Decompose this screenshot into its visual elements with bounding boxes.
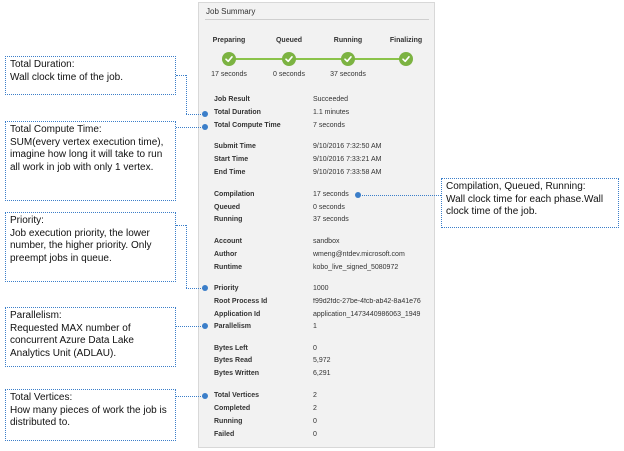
field-label-runtime: Runtime xyxy=(214,264,242,271)
field-value-vertices-running: 0 xyxy=(313,418,317,425)
field-value-account: sandbox xyxy=(313,238,340,245)
field-label-running: Running xyxy=(214,216,243,223)
field-value-bytes-read: 5,972 xyxy=(313,357,331,364)
field-label-queued: Queued xyxy=(214,204,241,211)
field-label-total-vertices: Total Vertices xyxy=(214,392,260,399)
callout-title: Priority: xyxy=(10,215,44,226)
connector-line xyxy=(186,225,187,288)
field-label-parallelism: Parallelism xyxy=(214,323,251,330)
field-label-account: Account xyxy=(214,238,242,245)
callout-phase-times: Compilation, Queued, Running: Wall clock… xyxy=(441,178,619,228)
field-label-job-result: Job Result xyxy=(214,96,250,103)
callout-title: Total Vertices: xyxy=(10,392,73,403)
field-label-bytes-left: Bytes Left xyxy=(214,345,248,352)
connector-line xyxy=(176,326,205,327)
callout-title: Parallelism: xyxy=(10,310,62,321)
phase-label-finalizing: Finalizing xyxy=(389,37,423,44)
connector-dot xyxy=(202,111,208,117)
connector-dot xyxy=(355,192,361,198)
field-value-failed: 0 xyxy=(313,431,317,438)
connector-dot xyxy=(202,323,208,329)
phase-time-running: 37 seconds xyxy=(330,71,366,78)
callout-body: Requested MAX number of concurrent Azure… xyxy=(10,322,134,359)
field-label-vertices-running: Running xyxy=(214,418,243,425)
field-value-job-result: Succeeded xyxy=(313,96,349,103)
callout-total-compute-time: Total Compute Time: SUM(every vertex exe… xyxy=(5,121,176,201)
connector-line xyxy=(176,127,205,128)
field-label-total-compute-time: Total Compute Time xyxy=(214,122,281,129)
callout-title: Total Duration: xyxy=(10,59,75,70)
field-label-start-time: Start Time xyxy=(214,156,249,163)
phase-progress-line xyxy=(229,58,407,60)
connector-dot xyxy=(202,285,208,291)
check-icon xyxy=(399,52,413,66)
field-value-end-time: 9/10/2016 7:33:58 AM xyxy=(313,169,382,176)
field-value-bytes-written: 6,291 xyxy=(313,370,331,377)
callout-title: Compilation, Queued, Running: xyxy=(446,181,586,192)
callout-title: Total Compute Time: xyxy=(10,124,102,135)
field-label-application-id: Application Id xyxy=(214,311,261,318)
field-value-running: 37 seconds xyxy=(313,216,349,223)
field-label-completed: Completed xyxy=(214,405,251,412)
field-value-bytes-left: 0 xyxy=(313,345,317,352)
field-label-total-duration: Total Duration xyxy=(214,109,261,116)
connector-dot xyxy=(202,393,208,399)
connector-line xyxy=(186,75,187,114)
callout-priority: Priority: Job execution priority, the lo… xyxy=(5,212,176,282)
field-value-runtime: kobo_live_signed_5080972 xyxy=(313,264,399,271)
phase-label-running: Running xyxy=(333,37,363,44)
field-value-compilation: 17 seconds xyxy=(313,191,349,198)
connector-line xyxy=(186,288,205,289)
title-divider xyxy=(205,19,429,20)
field-value-total-duration: 1.1 minutes xyxy=(313,109,350,116)
callout-body: How many pieces of work the job is distr… xyxy=(10,404,167,429)
field-value-completed: 2 xyxy=(313,405,317,412)
field-value-author: wmeng@ntdev.microsoft.com xyxy=(313,251,405,258)
field-label-root-process-id: Root Process Id xyxy=(214,298,268,305)
phase-time-preparing: 17 seconds xyxy=(211,71,247,78)
connector-line xyxy=(176,75,186,76)
phase-label-queued: Queued xyxy=(275,37,303,44)
field-value-queued: 0 seconds xyxy=(313,204,345,211)
callout-total-vertices: Total Vertices: How many pieces of work … xyxy=(5,389,176,441)
connector-line xyxy=(360,195,441,196)
callout-body: SUM(every vertex execution time), imagin… xyxy=(10,136,164,173)
callout-body: Wall clock time of the job. xyxy=(10,71,124,83)
field-label-priority: Priority xyxy=(214,285,239,292)
field-value-start-time: 9/10/2016 7:33:21 AM xyxy=(313,156,382,163)
field-label-failed: Failed xyxy=(214,431,235,438)
check-icon xyxy=(222,52,236,66)
field-value-submit-time: 9/10/2016 7:32:50 AM xyxy=(313,143,382,150)
job-summary-panel xyxy=(198,2,435,448)
field-label-bytes-written: Bytes Written xyxy=(214,370,259,377)
field-value-priority: 1000 xyxy=(313,285,329,292)
field-label-compilation: Compilation xyxy=(214,191,255,198)
field-value-total-vertices: 2 xyxy=(313,392,317,399)
field-value-application-id: application_1473440986063_1949 xyxy=(313,311,421,318)
field-value-total-compute-time: 7 seconds xyxy=(313,122,345,129)
connector-line xyxy=(186,114,205,115)
callout-parallelism: Parallelism: Requested MAX number of con… xyxy=(5,307,176,367)
field-label-end-time: End Time xyxy=(214,169,246,176)
connector-dot xyxy=(202,124,208,130)
callout-body: Job execution priority, the lower number… xyxy=(10,227,152,264)
check-icon xyxy=(282,52,296,66)
field-label-bytes-read: Bytes Read xyxy=(214,357,253,364)
connector-line xyxy=(176,225,186,226)
phase-time-queued: 0 seconds xyxy=(273,71,305,78)
field-label-author: Author xyxy=(214,251,237,258)
callout-body: Wall clock time for each phase.Wall cloc… xyxy=(446,193,604,218)
callout-total-duration: Total Duration: Wall clock time of the j… xyxy=(5,56,176,95)
connector-line xyxy=(176,396,205,397)
field-label-submit-time: Submit Time xyxy=(214,143,256,150)
field-value-root-process-id: f99d2fdc-27be-4fcb-ab42-8a41e76 xyxy=(313,298,421,305)
field-value-parallelism: 1 xyxy=(313,323,317,330)
phase-label-preparing: Preparing xyxy=(212,37,246,44)
check-icon xyxy=(341,52,355,66)
panel-title: Job Summary xyxy=(206,7,256,16)
